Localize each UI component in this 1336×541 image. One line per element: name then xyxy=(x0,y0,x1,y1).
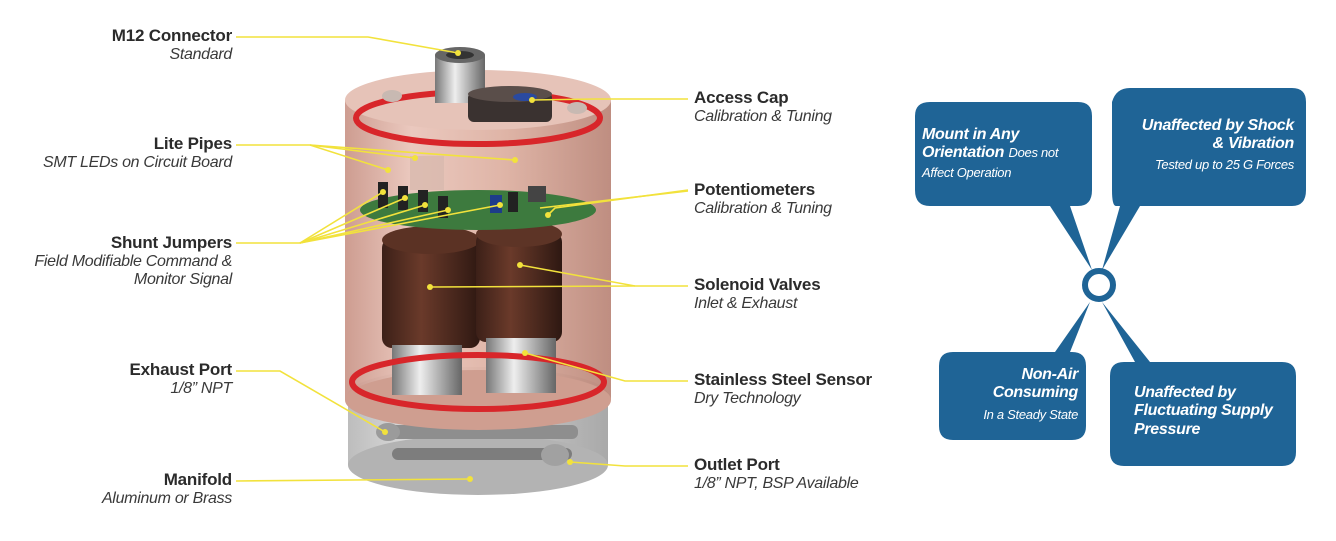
feature-title: Fluctuating Supply xyxy=(1134,402,1273,420)
feature-title: Orientation xyxy=(922,144,1005,162)
label-subtitle: Inlet & Exhaust xyxy=(694,294,798,312)
label-manifold: Manifold Aluminum or Brass xyxy=(102,470,232,508)
label-subtitle: Standard xyxy=(169,45,232,63)
feature-title: Consuming xyxy=(992,384,1079,402)
bubble-top-right xyxy=(1102,88,1306,270)
label-title: Shunt Jumpers xyxy=(110,233,232,252)
label-subtitle: Calibration & Tuning xyxy=(694,199,832,217)
label-access-cap: Access Cap Calibration & Tuning xyxy=(694,88,832,126)
label-title: Stainless Steel Sensor xyxy=(694,370,872,389)
label-title: Solenoid Valves xyxy=(694,275,821,294)
feature-title: Pressure xyxy=(1134,420,1201,438)
center-ring xyxy=(1082,268,1116,302)
label-shunt-jumpers: Shunt Jumpers Field Modifiable Command &… xyxy=(34,233,232,289)
feature-title: Mount in Any xyxy=(922,126,1020,143)
label-title: Manifold xyxy=(163,470,232,489)
bubble-bottom-right xyxy=(1102,302,1296,466)
label-subtitle: SMT LEDs on Circuit Board xyxy=(42,153,232,171)
label-subtitle: Monitor Signal xyxy=(133,270,232,288)
feature-subtitle: In a Steady State xyxy=(983,406,1078,422)
feature-title: Unaffected by Shock xyxy=(1141,117,1295,134)
label-subtitle: 1/8” NPT xyxy=(170,379,232,397)
label-subtitle: 1/8” NPT, BSP Available xyxy=(694,474,859,492)
label-subtitle: Field Modifiable Command & xyxy=(34,252,232,270)
leader-lines xyxy=(235,36,689,482)
feature-mount-any-orientation: Mount in Any Orientation Does not Affect… xyxy=(922,126,1087,180)
label-title: Lite Pipes xyxy=(153,134,233,153)
label-solenoid-valves: Solenoid Valves Inlet & Exhaust xyxy=(694,275,821,313)
label-title: Outlet Port xyxy=(694,455,780,474)
feature-title: Non-Air xyxy=(1021,366,1078,383)
label-title: M12 Connector xyxy=(111,26,232,45)
feature-subtitle: Affect Operation xyxy=(922,164,1012,180)
feature-title: Unaffected by xyxy=(1134,384,1236,401)
label-stainless-steel-sensor: Stainless Steel Sensor Dry Technology xyxy=(694,370,872,408)
label-subtitle: Aluminum or Brass xyxy=(101,489,232,507)
label-title: Potentiometers xyxy=(694,180,815,199)
label-potentiometers: Potentiometers Calibration & Tuning xyxy=(694,180,832,218)
label-m12-connector: M12 Connector Standard xyxy=(111,26,233,64)
label-exhaust-port: Exhaust Port 1/8” NPT xyxy=(129,360,233,398)
label-lite-pipes: Lite Pipes SMT LEDs on Circuit Board xyxy=(43,134,232,172)
feature-subtitle: Tested up to 25 G Forces xyxy=(1154,156,1294,172)
feature-title: & Vibration xyxy=(1212,135,1295,153)
label-title: Exhaust Port xyxy=(129,360,233,379)
leader-dots xyxy=(380,50,573,482)
feature-graphic xyxy=(915,88,1306,466)
label-subtitle: Calibration & Tuning xyxy=(694,107,832,125)
label-title: Access Cap xyxy=(694,88,789,107)
feature-non-air-consuming: Non-Air Consuming In a Steady State xyxy=(938,366,1078,422)
feature-subtitle: Does not xyxy=(1008,145,1059,161)
feature-fluctuating-supply: Unaffected by Fluctuating Supply Pressur… xyxy=(1134,384,1294,439)
bubble-bottom-left xyxy=(939,302,1090,440)
feature-shock-vibration: Unaffected by Shock & Vibration Tested u… xyxy=(1104,117,1295,172)
bubble-top-left xyxy=(915,102,1092,270)
label-outlet-port: Outlet Port 1/8” NPT, BSP Available xyxy=(694,455,859,493)
label-subtitle: Dry Technology xyxy=(694,389,801,407)
